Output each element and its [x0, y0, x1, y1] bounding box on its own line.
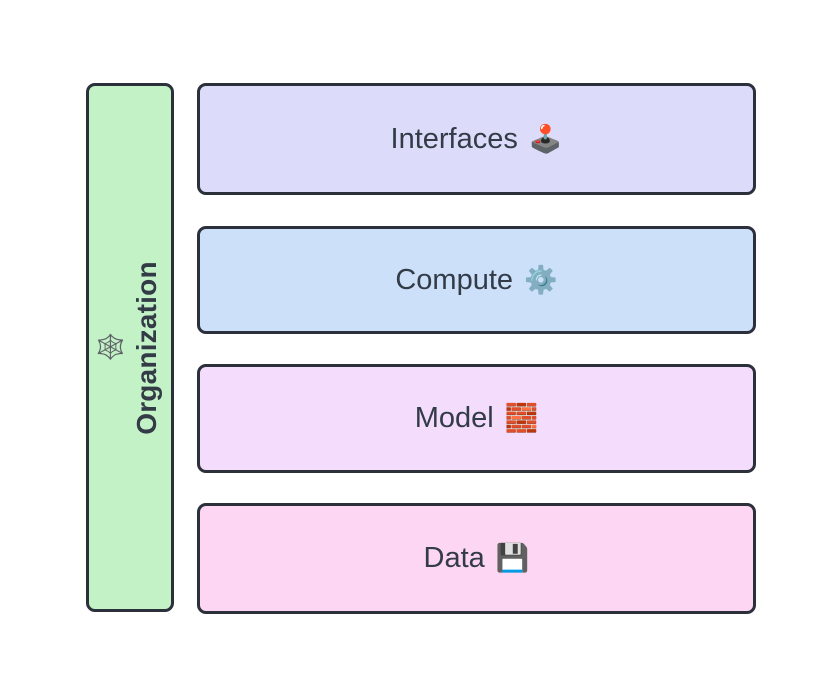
layer-model-content: Model 🧱 — [415, 404, 539, 433]
layer-interfaces-label: Interfaces — [390, 122, 518, 155]
floppy-disk-icon: 💾 — [495, 543, 530, 573]
layer-interfaces[interactable]: Interfaces 🕹️ — [197, 83, 756, 195]
layer-compute[interactable]: Compute ⚙️ — [197, 226, 756, 334]
layer-compute-label: Compute — [395, 263, 514, 296]
layer-data-label: Data — [423, 542, 485, 574]
layer-model[interactable]: Model 🧱 — [197, 364, 756, 473]
layer-interfaces-content: Interfaces 🕹️ — [390, 122, 563, 155]
layer-data-content: Data 💾 — [424, 544, 530, 573]
joystick-icon: 🕹️ — [528, 123, 563, 154]
layer-compute-content: Compute ⚙️ — [395, 263, 558, 296]
gear-icon: ⚙️ — [524, 264, 558, 295]
spider-web-icon: 🕸️ — [96, 333, 126, 361]
layer-model-label: Model — [414, 402, 494, 434]
organization-content: Organization 🕸️ — [96, 260, 162, 435]
brick-icon: 🧱 — [504, 403, 539, 433]
layer-data[interactable]: Data 💾 — [197, 503, 756, 614]
organization-label: Organization — [131, 260, 162, 435]
organization-lane[interactable]: Organization 🕸️ — [86, 83, 174, 612]
